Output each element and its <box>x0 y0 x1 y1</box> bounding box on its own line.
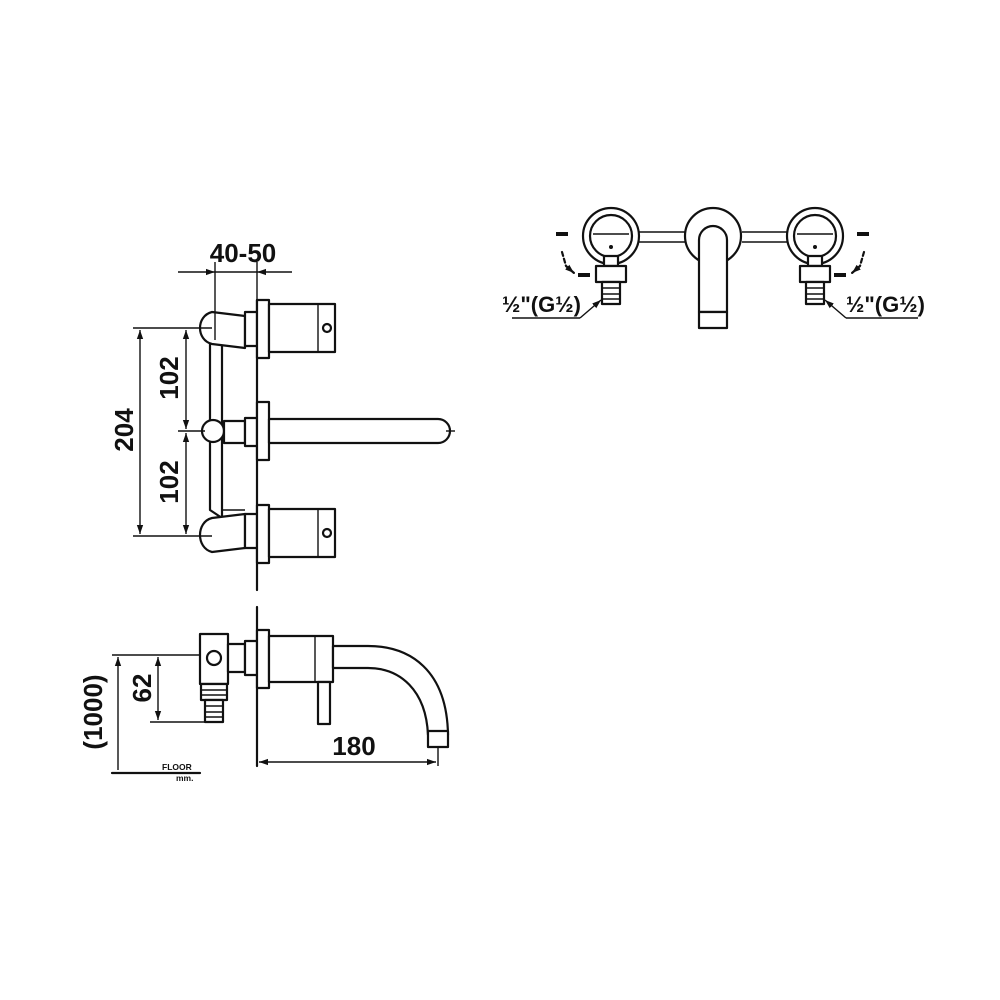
side-lever <box>316 680 332 726</box>
dimension-spout-reach: 180 <box>259 731 439 766</box>
left-rotation-indicator <box>556 232 590 277</box>
dimension-inlet-height: 62 <box>112 654 205 723</box>
front-view: 40-50 204 102 102 <box>109 238 455 592</box>
dimension-width: 40-50 <box>178 238 292 340</box>
dimension-half-spacing: 102 102 <box>154 330 205 534</box>
inlet-fitting <box>198 632 259 724</box>
curved-spout <box>331 644 450 737</box>
side-body <box>267 634 335 684</box>
floor-label: FLOOR <box>162 762 192 772</box>
top-valve <box>198 298 337 360</box>
left-valve-elevation <box>581 206 641 306</box>
center-spout-pipe <box>697 224 729 314</box>
dimension-total-spacing: 204 <box>109 327 212 537</box>
top-handle-screw <box>321 322 333 334</box>
top-handle-lever <box>198 310 247 350</box>
left-thread-label: ½"(G½) <box>502 292 581 317</box>
side-view: 62 (1000) FLOOR mm. 180 <box>78 605 450 783</box>
dim-floor-label: (1000) <box>78 674 108 749</box>
dimension-floor-height: (1000) FLOOR mm. <box>78 657 202 783</box>
spout-arm <box>267 417 452 445</box>
center-aerator <box>697 310 729 330</box>
dim-total-label: 204 <box>109 408 139 452</box>
middle-spout <box>200 400 455 462</box>
inlet-nut <box>199 682 229 702</box>
unit-label: mm. <box>176 773 193 783</box>
dim-inlet-label: 62 <box>127 674 157 703</box>
bottom-handle-screw <box>321 527 333 539</box>
right-rotation-indicator <box>834 232 869 277</box>
middle-knob <box>200 418 226 444</box>
right-inlet-nut <box>798 264 832 284</box>
dim-lower-label: 102 <box>154 460 184 503</box>
dim-upper-label: 102 <box>154 356 184 399</box>
spout-aerator <box>426 729 450 749</box>
bottom-handle-lever <box>198 512 247 554</box>
elevation-view: ½"(G½) ½"(G½) <box>502 206 925 330</box>
center-spout-elevation <box>683 206 743 330</box>
right-thread-label: ½"(G½) <box>846 292 925 317</box>
dim-width-label: 40-50 <box>210 238 277 268</box>
left-inlet-nut <box>594 264 628 284</box>
dim-reach-label: 180 <box>332 731 375 761</box>
right-valve-elevation <box>785 206 845 306</box>
connecting-pipes <box>638 231 789 243</box>
bottom-valve <box>198 503 337 565</box>
